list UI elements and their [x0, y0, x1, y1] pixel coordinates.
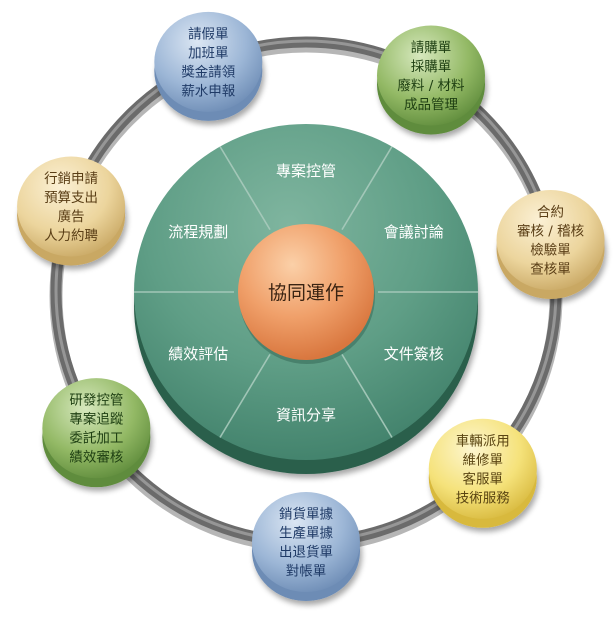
node-line: 預算支出 [44, 190, 98, 206]
segment-divider [219, 353, 271, 438]
node-line: 審核 / 稽核 [517, 224, 584, 240]
node-line: 獎金請領 [181, 63, 235, 80]
node-top [17, 156, 126, 257]
node-line: 車輛派用 [456, 433, 510, 449]
segment-label-info-sharing: 資訊分享 [276, 406, 336, 424]
node-top [42, 378, 151, 479]
node-line: 廣告 [58, 208, 85, 225]
node-top [154, 11, 263, 112]
node-line: 薪水申報 [181, 83, 235, 99]
node-line: 客服單 [463, 470, 504, 487]
center-label: 協同運作 [268, 282, 344, 304]
center-disc [238, 224, 374, 360]
node-line: 行銷申請 [44, 171, 98, 187]
node-line: 專案追蹤 [69, 411, 123, 428]
node-line: 檢驗單 [530, 242, 571, 259]
node-top [496, 190, 605, 291]
node-line: 績效審核 [69, 450, 123, 466]
node-line: 維修單 [463, 452, 504, 468]
segment-divider [341, 146, 393, 231]
node-line: 合約 [537, 205, 564, 221]
segment-label-document-signoff: 文件簽核 [384, 345, 444, 363]
node-line: 生產單據 [279, 525, 333, 542]
segment-label-project-control: 專案控管 [276, 162, 336, 180]
segment-label-meeting-discussion: 會議討論 [384, 223, 444, 241]
segment-divider [341, 353, 393, 438]
node-line: 請購單 [411, 40, 452, 56]
node-top [428, 418, 537, 519]
node-line: 委託加工 [69, 431, 123, 447]
node-line: 查核單 [530, 262, 571, 278]
segment-label-process-planning: 流程規劃 [168, 223, 228, 241]
node-line: 研發控管 [69, 393, 123, 409]
node-line: 成品管理 [404, 97, 458, 113]
node-line: 採購單 [411, 59, 452, 75]
segment-label-performance-evaluation: 績效評估 [168, 345, 228, 363]
node-line: 出退貨單 [279, 544, 333, 561]
node-line: 技術服務 [456, 490, 510, 506]
node-line: 加班單 [188, 45, 229, 61]
node-top [252, 492, 360, 592]
segment-divider [219, 146, 271, 231]
node-line: 人力約聘 [44, 228, 98, 244]
node-line: 請假單 [188, 26, 229, 42]
node-top [377, 25, 485, 126]
node-line: 銷貨單據 [279, 506, 333, 523]
node-line: 廢料 / 材料 [397, 78, 465, 94]
node-line: 對帳單 [286, 564, 327, 580]
